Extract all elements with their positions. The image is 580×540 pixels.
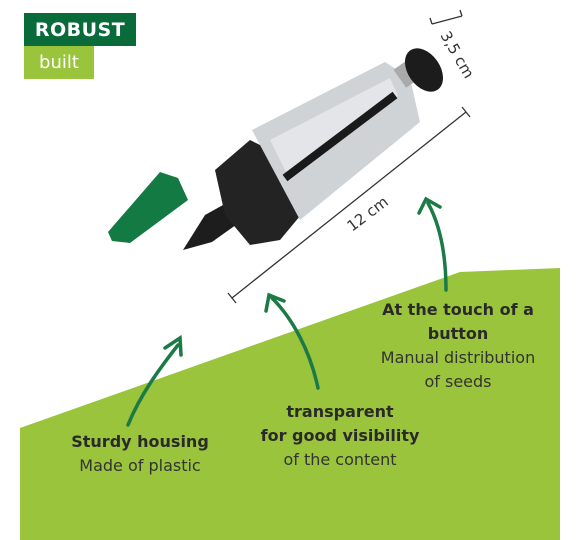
- feature-desc: Made of plastic: [79, 456, 201, 475]
- dimension-width-label: 3,5 cm: [437, 28, 478, 82]
- arrow-transparent: [264, 292, 320, 390]
- feature-title-line: transparent: [286, 402, 394, 421]
- green-cap: [108, 172, 188, 243]
- feature-desc-line: Manual distribution: [380, 348, 536, 367]
- feature-title-line: button: [427, 324, 489, 343]
- arrow-button: [417, 196, 448, 292]
- feature-button: At the touch of a button Manual distribu…: [368, 298, 548, 394]
- dimension-width-line: [429, 9, 463, 25]
- badge-robust: ROBUST: [24, 13, 136, 46]
- feature-title-line: for good visibility: [260, 426, 420, 445]
- feature-title: Sturdy housing: [71, 432, 209, 451]
- dimension-length-label: 12 cm: [344, 193, 392, 235]
- feature-desc-line: of seeds: [424, 372, 492, 391]
- seed-dispenser-image: [183, 48, 444, 250]
- badge-built: built: [24, 46, 94, 79]
- feature-desc: of the content: [283, 450, 397, 469]
- feature-title-line: At the touch of a: [382, 300, 534, 319]
- feature-sturdy-housing: Sturdy housing Made of plastic: [60, 430, 220, 478]
- feature-transparent: transparent for good visibility of the c…: [250, 400, 430, 472]
- arrow-sturdy-housing: [126, 334, 183, 427]
- dimension-length-line: [227, 106, 471, 304]
- green-hill: [20, 268, 560, 540]
